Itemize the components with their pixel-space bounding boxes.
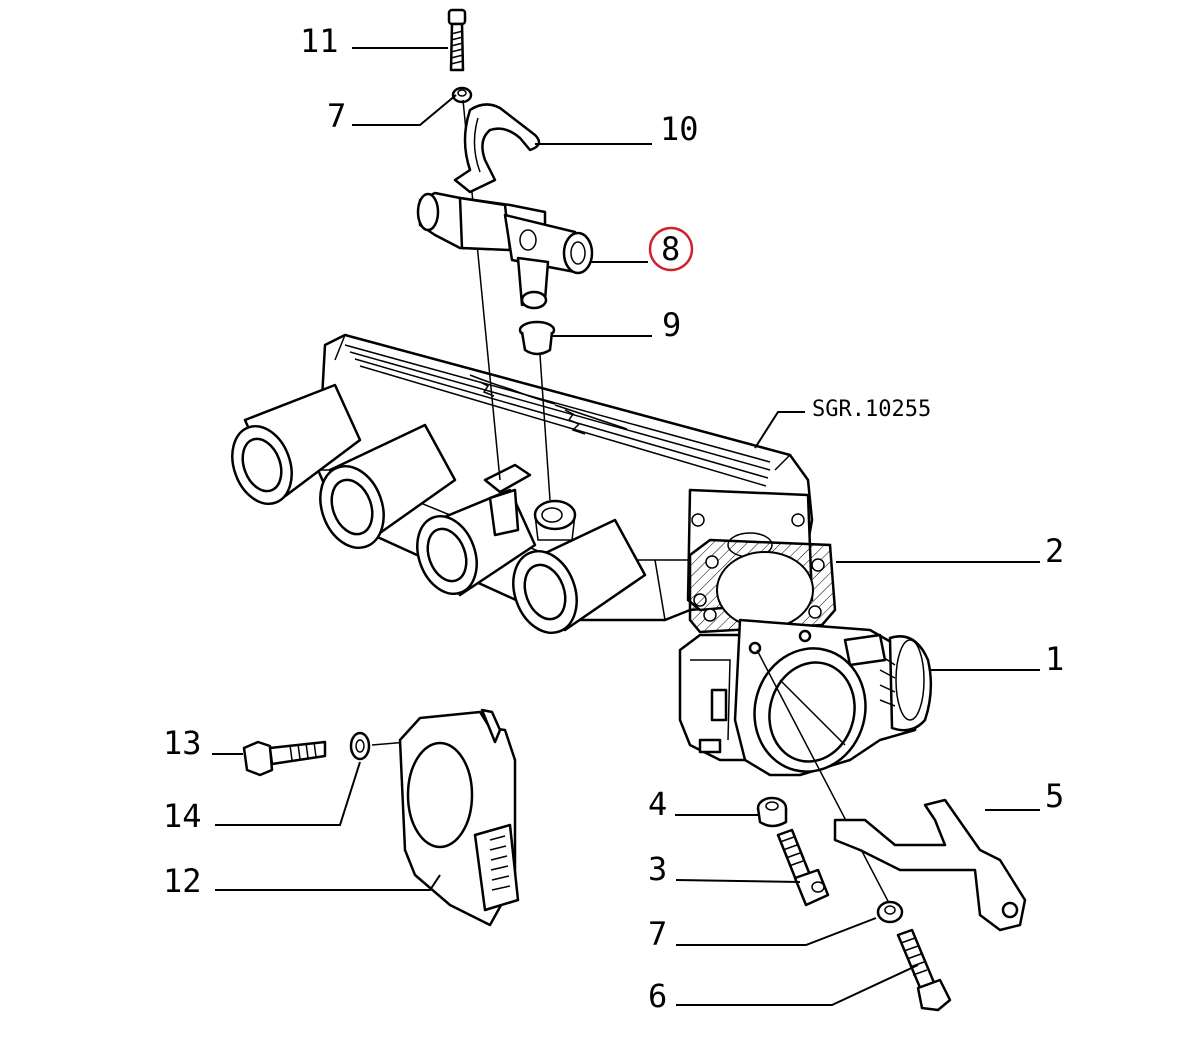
leader-lines xyxy=(212,47,1040,1006)
callout-labels: 11 7 10 8 9 2 1 5 4 3 7 6 13 14 12 SGR.1… xyxy=(163,22,1064,1015)
manifold-mounting-boss xyxy=(483,463,577,541)
clamp-part-10 xyxy=(453,103,541,194)
washer-part-14 xyxy=(349,731,371,761)
callout-14: 14 xyxy=(163,797,202,835)
grommet-part-9 xyxy=(518,320,556,356)
callout-10: 10 xyxy=(660,110,699,148)
intake-runner-4 xyxy=(512,518,647,635)
throttle-body-part-1 xyxy=(678,618,933,777)
callout-7-lower: 7 xyxy=(648,915,667,953)
intake-runner-2 xyxy=(319,423,457,550)
assembly-line-throttle xyxy=(756,649,891,906)
callout-3: 3 xyxy=(648,850,667,888)
idle-air-valve-part-8 xyxy=(416,191,594,310)
washer-part-7-lower xyxy=(876,900,904,924)
callout-2: 2 xyxy=(1045,532,1064,570)
washer-part-7-upper xyxy=(451,86,473,104)
bolt-part-11 xyxy=(447,8,467,72)
gasket-part-2 xyxy=(688,538,837,634)
bolt-part-3 xyxy=(776,828,830,907)
assembly-line-grommet xyxy=(539,354,551,501)
highlight-ring xyxy=(648,226,694,272)
callout-1: 1 xyxy=(1045,640,1064,678)
callout-13: 13 xyxy=(163,724,202,762)
bracket-part-5 xyxy=(833,798,1027,932)
callout-7-upper: 7 xyxy=(327,97,346,135)
sensor-part-12 xyxy=(398,708,520,927)
callout-6: 6 xyxy=(648,977,667,1015)
callout-11: 11 xyxy=(300,22,339,60)
callout-5: 5 xyxy=(1045,777,1064,815)
intake-runner-1 xyxy=(231,383,362,506)
nut-part-4 xyxy=(756,796,788,828)
bolt-part-6 xyxy=(896,928,952,1012)
callout-8: 8 xyxy=(661,230,680,268)
callout-9: 9 xyxy=(662,306,681,344)
reference-code: SGR.10255 xyxy=(812,397,931,422)
callout-12: 12 xyxy=(163,862,202,900)
callout-4: 4 xyxy=(648,785,667,823)
screw-part-13 xyxy=(242,740,327,777)
